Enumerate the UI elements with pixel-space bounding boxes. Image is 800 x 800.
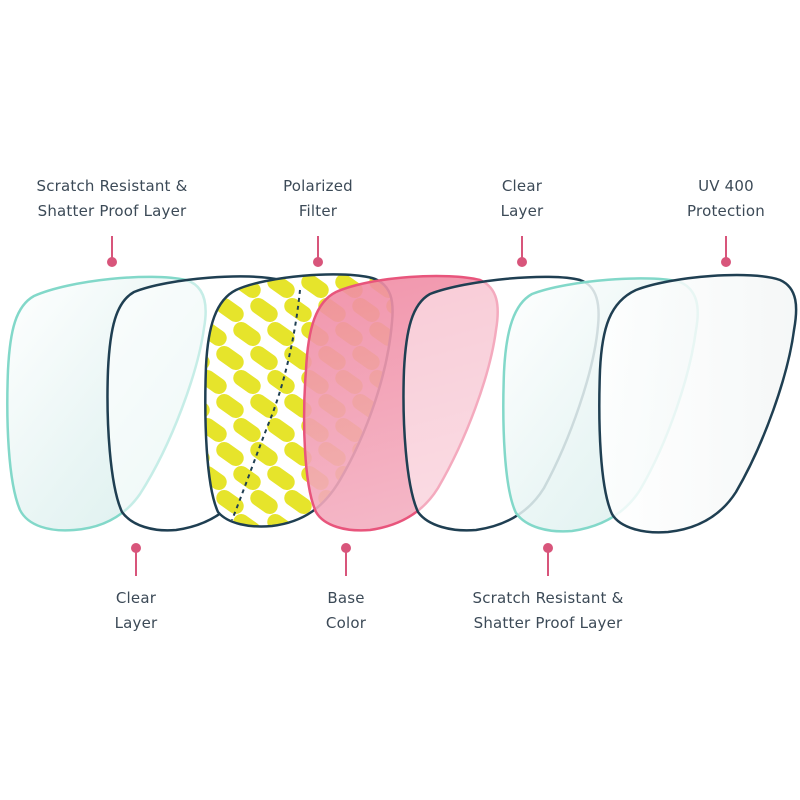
polarizer-pill <box>213 247 247 277</box>
label-line: Scratch Resistant & <box>472 589 624 607</box>
polarizer-pill <box>216 297 244 323</box>
label-line: Filter <box>298 202 338 220</box>
uv-400-protection-lens <box>598 273 798 534</box>
polarizer-pill <box>281 247 315 277</box>
label-line: Layer <box>114 614 158 632</box>
polarizer-pill <box>233 321 261 347</box>
label-bottom-scratch-resistant: Scratch Resistant & Shatter Proof Layer <box>428 586 668 636</box>
label-line: Base <box>327 589 365 607</box>
polarizer-pill <box>250 345 278 371</box>
label-line: Polarized <box>283 177 353 195</box>
label-line: Layer <box>500 202 544 220</box>
polarizer-pill <box>216 441 244 467</box>
label-line: Scratch Resistant & <box>36 177 188 195</box>
label-top-polarized-filter: Polarized Filter <box>198 174 438 224</box>
polarizer-pill <box>233 369 261 395</box>
label-line: Protection <box>687 202 765 220</box>
polarizer-pill <box>250 489 278 515</box>
polarizer-pill <box>383 247 417 277</box>
label-line: Clear <box>501 177 543 195</box>
pin-bottom-scratch-resistant <box>543 543 553 576</box>
pin-top-polarized-filter <box>313 236 323 267</box>
polarizer-pill <box>233 417 261 443</box>
polarizer-pill <box>250 441 278 467</box>
pin-top-scratch-resistant <box>107 236 117 267</box>
polarizer-pill <box>267 321 295 347</box>
label-line: Color <box>325 614 367 632</box>
label-top-scratch-resistant: Scratch Resistant & Shatter Proof Layer <box>0 174 232 224</box>
pin-top-uv-400 <box>721 236 731 267</box>
label-line: Shatter Proof Layer <box>37 202 187 220</box>
polarizer-pill <box>233 465 261 491</box>
label-bottom-clear-layer: Clear Layer <box>16 586 256 636</box>
polarizer-pill <box>284 489 312 515</box>
polarizer-pill <box>349 247 383 277</box>
pin-bottom-base-color <box>341 543 351 576</box>
label-line: Clear <box>115 589 157 607</box>
polarizer-pill <box>247 247 281 277</box>
label-top-clear-layer: Clear Layer <box>402 174 642 224</box>
polarizer-pill <box>284 297 312 323</box>
label-top-uv-400: UV 400 Protection <box>606 174 800 224</box>
polarizer-pill <box>216 393 244 419</box>
label-line: UV 400 <box>698 177 754 195</box>
polarizer-pill <box>179 247 213 277</box>
label-line: Shatter Proof Layer <box>473 614 623 632</box>
polarizer-pill <box>267 369 295 395</box>
polarizer-pill <box>216 345 244 371</box>
label-bottom-base-color: Base Color <box>226 586 466 636</box>
polarizer-pill <box>267 465 295 491</box>
polarizer-pill <box>301 274 329 299</box>
polarizer-pill <box>267 417 295 443</box>
polarizer-pill <box>250 393 278 419</box>
polarizer-pill <box>284 345 312 371</box>
pin-bottom-clear-layer <box>131 543 141 576</box>
pin-top-clear-layer <box>517 236 527 267</box>
polarizer-pill <box>250 297 278 323</box>
